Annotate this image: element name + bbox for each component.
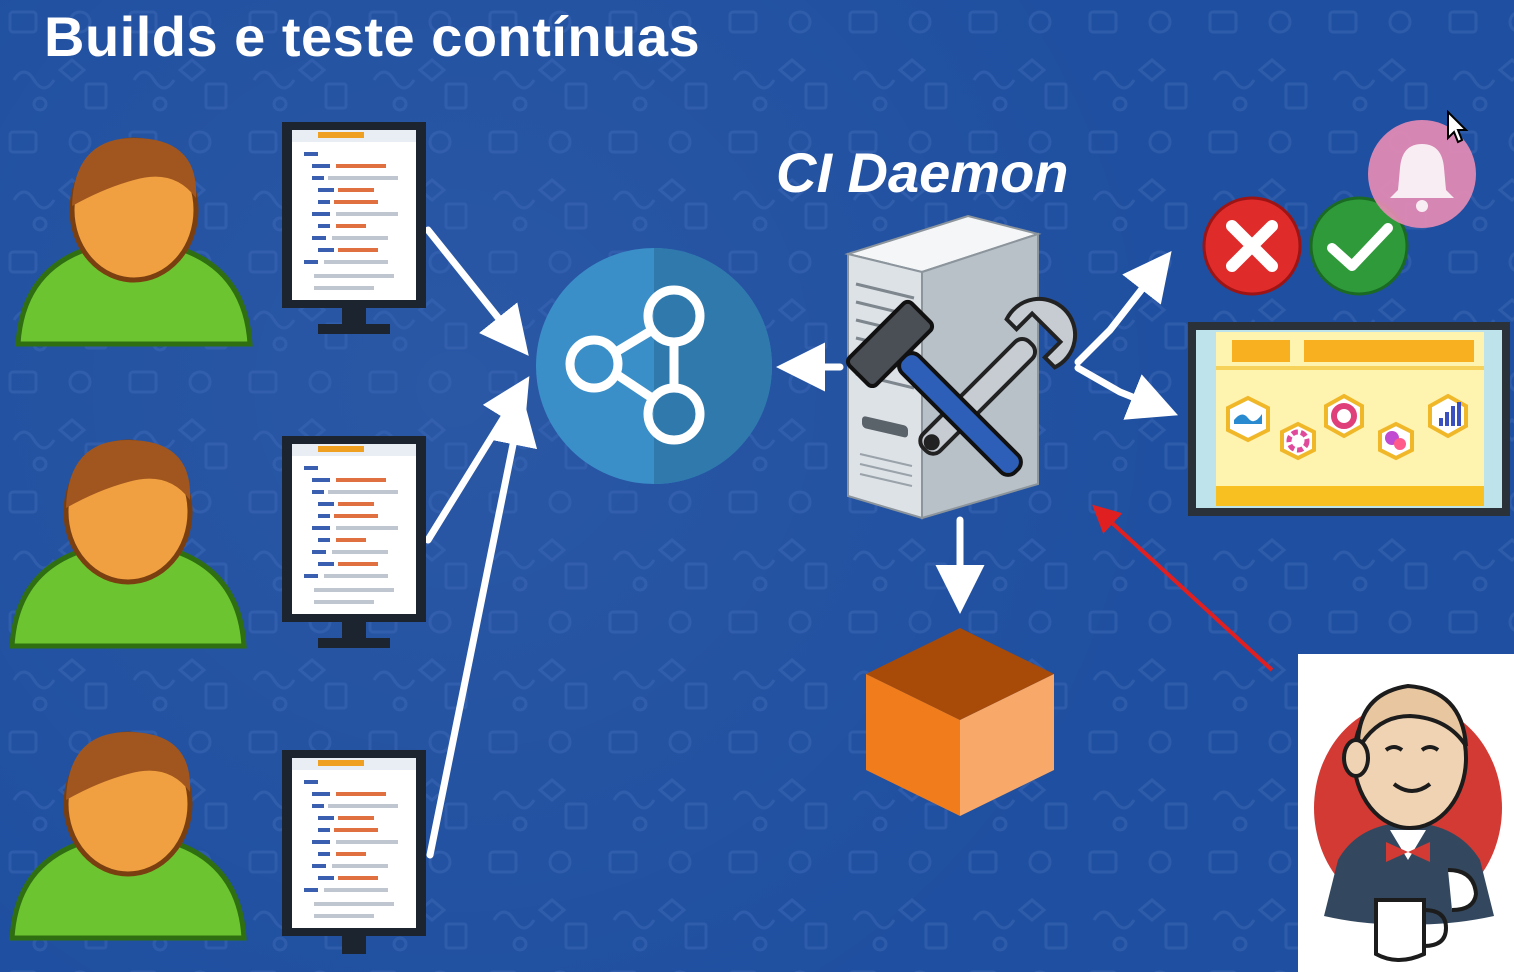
- build-artifact-box-icon: [866, 628, 1054, 816]
- red-pointer-arrow: [1092, 504, 1274, 672]
- bell-icon: [1368, 120, 1476, 228]
- jenkins-logo-panel: [1298, 654, 1514, 972]
- developer-3: [9, 731, 247, 941]
- fail-x-icon: [1202, 196, 1302, 296]
- mouse-cursor-icon: [1447, 110, 1469, 144]
- arrow-dev3-to-repo: [426, 396, 538, 859]
- report-dashboard-icon: [1188, 322, 1510, 516]
- code-monitor-2: [282, 436, 426, 648]
- ci-daemon-label: CI Daemon: [776, 141, 1069, 204]
- slide-title: Builds e teste contínuas: [44, 5, 701, 68]
- arrow-server-to-dashboard: [1074, 364, 1178, 420]
- code-monitor-1: [282, 122, 426, 334]
- developer-1: [15, 137, 253, 347]
- code-monitor-3: [282, 750, 426, 954]
- arrow-server-to-status: [1074, 250, 1172, 366]
- jenkins-logo-icon: [1314, 683, 1502, 962]
- developer-2: [9, 439, 247, 649]
- ci-server-tools-icon: [844, 214, 1078, 520]
- git-repository-icon: [536, 248, 772, 484]
- arrow-dev1-to-repo: [424, 226, 529, 356]
- success-check-icon: [1309, 196, 1409, 296]
